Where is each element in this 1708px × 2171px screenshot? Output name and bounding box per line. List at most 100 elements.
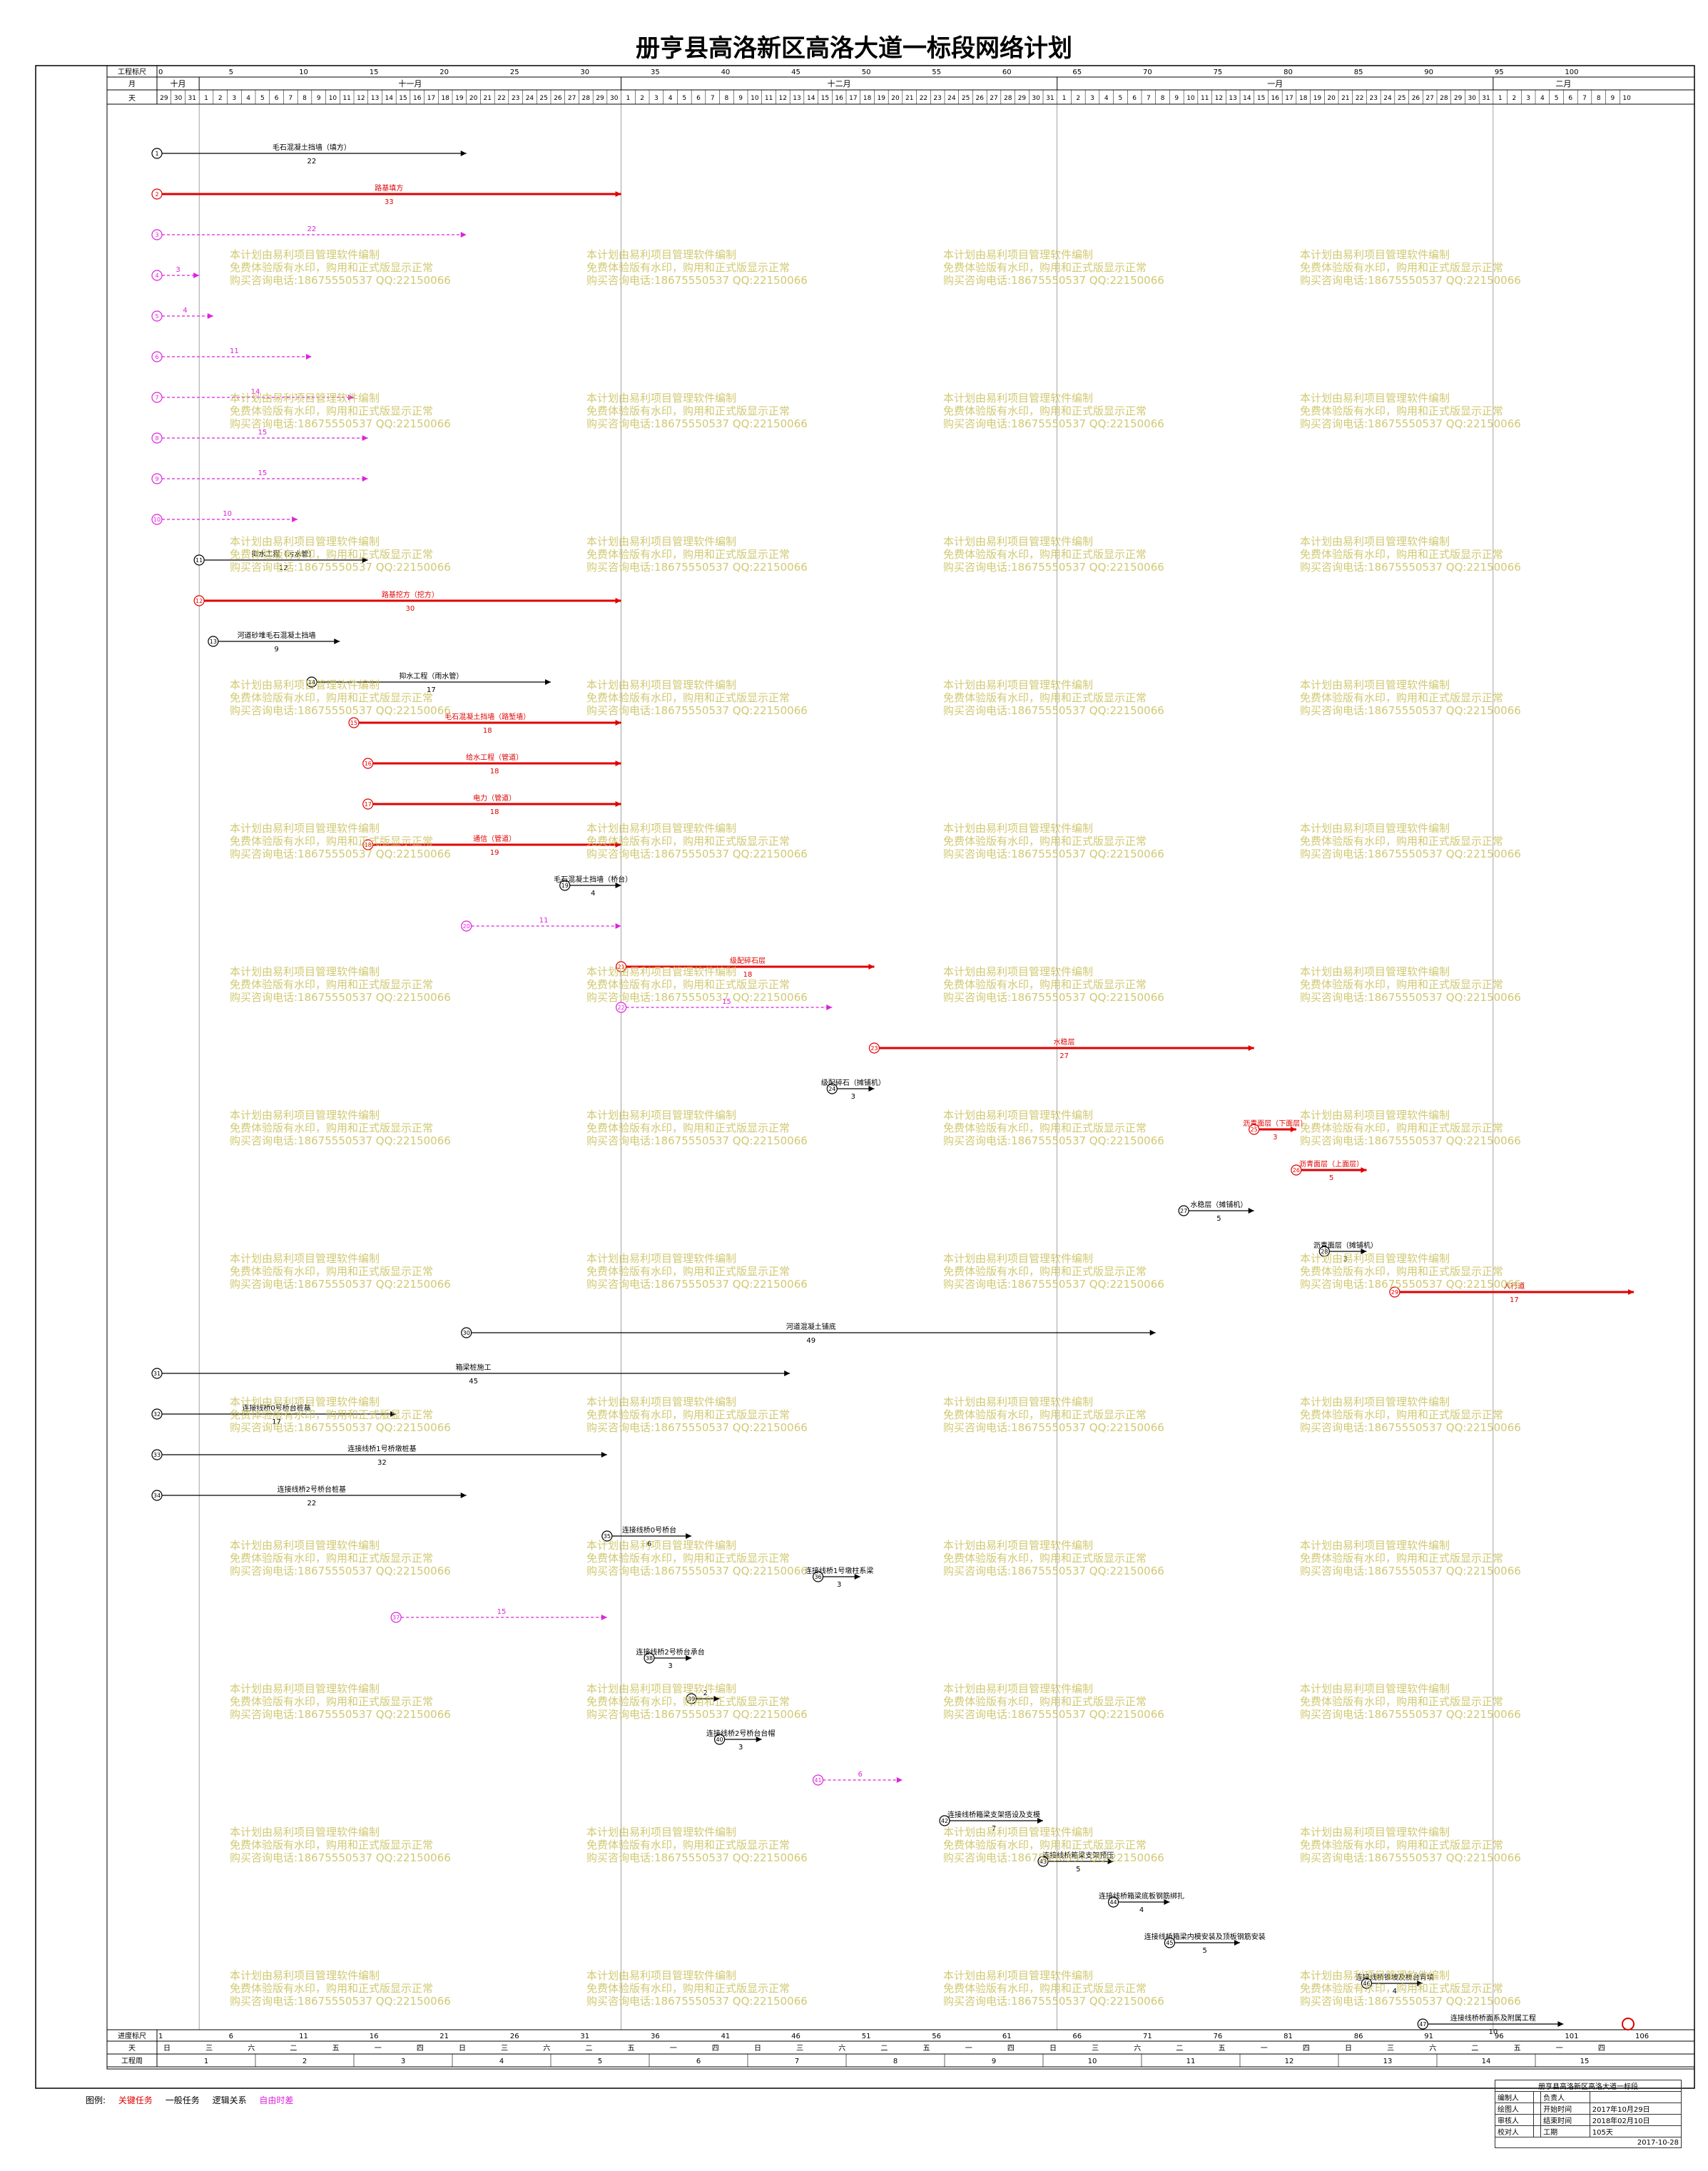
task-node-number: 38 <box>646 1655 653 1662</box>
week-number: 5 <box>598 2058 602 2065</box>
task-duration: 19 <box>490 849 499 857</box>
task-node-number: 41 <box>814 1777 821 1784</box>
watermark: 本计划由易利项目管理软件编制 免费体验版有水印，购用和正式版显示正常 购买咨询电… <box>943 822 1164 860</box>
task-arrowhead <box>305 354 312 360</box>
task-node <box>208 636 219 647</box>
task-node <box>1037 1856 1049 1867</box>
watermark: 本计划由易利项目管理软件编制 免费体验版有水印，购用和正式版显示正常 购买咨询电… <box>586 1109 808 1147</box>
month-name: 十月 <box>171 78 186 88</box>
footer-ruler-tick: 86 <box>1354 2033 1363 2040</box>
footer-weekday: 二 <box>880 2045 888 2053</box>
task-duration: 4 <box>591 890 595 898</box>
task-node <box>559 880 571 891</box>
task-node-number: 28 <box>1321 1249 1328 1255</box>
task-label: 连接线桥箱梁支架预压 <box>1042 1851 1114 1860</box>
ruler-tick: 65 <box>1072 68 1082 76</box>
task-duration: 7 <box>992 1825 996 1833</box>
day-number: 17 <box>849 95 857 102</box>
day-number: 23 <box>512 95 519 102</box>
task-node <box>461 920 472 932</box>
week-number: 11 <box>1186 2058 1196 2065</box>
task-duration: 18 <box>490 808 499 816</box>
task-node-number: 7 <box>155 395 158 401</box>
task-arrowhead <box>896 1777 903 1783</box>
task-node-number: 46 <box>1363 1981 1370 1987</box>
task-label: 河道砂堆毛石混凝土挡墙 <box>238 631 316 640</box>
footer-weekday: 三 <box>501 2045 508 2053</box>
day-number: 2 <box>1076 95 1080 102</box>
meta-cell: 绘图人 <box>1495 2103 1534 2115</box>
task-arrowhead <box>615 598 621 604</box>
task-label: 连接线桥2号桥台桩基 <box>278 1485 346 1494</box>
task-duration: 5 <box>1203 1947 1207 1955</box>
task-label: 级配碎石（摊铺机） <box>821 1078 885 1087</box>
day-number: 28 <box>1440 95 1448 102</box>
watermark: 本计划由易利项目管理软件编制 免费体验版有水印，购用和正式版显示正常 购买咨询电… <box>230 678 451 717</box>
day-number: 9 <box>1174 95 1179 102</box>
task-duration: 33 <box>385 198 394 206</box>
footer-weekday: 四 <box>712 2045 719 2053</box>
task-node <box>151 432 163 444</box>
footer-weekday: 五 <box>1219 2045 1226 2053</box>
footer-weekday: 四 <box>417 2045 424 2053</box>
task-label: 箱梁桩施工 <box>456 1363 492 1372</box>
watermark: 本计划由易利项目管理软件编制 免费体验版有水印，购用和正式版显示正常 购买咨询电… <box>1300 1826 1521 1864</box>
watermark: 本计划由易利项目管理软件编制 免费体验版有水印，购用和正式版显示正常 购买咨询电… <box>943 1539 1164 1577</box>
day-number: 1 <box>1062 95 1067 102</box>
task-arrowhead <box>362 435 368 441</box>
task-arrowhead <box>362 557 368 563</box>
week-number: 12 <box>1285 2058 1294 2065</box>
footer-week-label: 工程周 <box>121 2057 143 2065</box>
footer-weekday: 一 <box>965 2045 972 2053</box>
footer-weekday: 三 <box>796 2045 803 2053</box>
watermark: 本计划由易利项目管理软件编制 免费体验版有水印，购用和正式版显示正常 购买咨询电… <box>943 678 1164 717</box>
footer-weekday-label: 天 <box>128 2045 136 2053</box>
task-label: 连接线桥2号桥台承台 <box>636 1647 704 1657</box>
month-name: 十二月 <box>828 78 851 88</box>
footer-ruler-tick: 11 <box>299 2033 308 2040</box>
day-number: 4 <box>669 95 673 102</box>
footer-weekday: 六 <box>248 2044 255 2053</box>
day-number: 10 <box>751 95 759 102</box>
day-number: 24 <box>1383 95 1392 102</box>
footer-weekday: 日 <box>459 2045 466 2053</box>
task-node-number: 33 <box>153 1452 161 1458</box>
task-arrowhead <box>615 761 621 766</box>
task-node-number: 14 <box>308 679 315 686</box>
day-number: 31 <box>188 95 196 102</box>
task-label: 沥青面层（上面层） <box>1299 1159 1363 1169</box>
task-node-number: 37 <box>392 1615 400 1621</box>
watermark: 本计划由易利项目管理软件编制 免费体验版有水印，购用和正式版显示正常 购买咨询电… <box>586 248 808 287</box>
watermark: 本计划由易利项目管理软件编制 免费体验版有水印，购用和正式版显示正常 购买咨询电… <box>943 1826 1164 1864</box>
task-duration: 18 <box>743 971 753 979</box>
footer-ruler-tick: 36 <box>651 2033 660 2040</box>
task-node <box>151 1408 163 1420</box>
task-node-number: 6 <box>155 354 158 360</box>
day-number: 10 <box>1186 95 1195 102</box>
meta-cell <box>1532 2114 1542 2126</box>
ruler-tick: 100 <box>1565 68 1578 76</box>
day-number: 21 <box>1341 95 1349 102</box>
task-node-number: 25 <box>1251 1127 1258 1133</box>
day-number: 30 <box>610 95 619 102</box>
task-node <box>151 1368 163 1379</box>
day-number: 5 <box>1119 95 1123 102</box>
footer-ruler-tick: 66 <box>1072 2033 1082 2040</box>
footer-ruler-tick: 6 <box>229 2033 233 2040</box>
task-label: 连接线桥箱梁底板钢筋绑扎 <box>1099 1891 1184 1901</box>
task-node-number: 45 <box>1166 1940 1173 1946</box>
day-number: 3 <box>1526 95 1530 102</box>
day-number: 12 <box>779 95 787 102</box>
week-number: 6 <box>696 2058 701 2065</box>
watermark: 本计划由易利项目管理软件编制 免费体验版有水印，购用和正式版显示正常 购买咨询电… <box>1300 1109 1521 1147</box>
footer-weekday: 五 <box>923 2045 930 2053</box>
day-number: 7 <box>288 95 293 102</box>
task-arrowhead <box>193 273 200 278</box>
task-node <box>1318 1246 1330 1257</box>
task-node-number: 42 <box>941 1818 948 1824</box>
day-number: 6 <box>1568 95 1572 102</box>
day-number: 11 <box>342 95 350 102</box>
week-number: 3 <box>401 2058 405 2065</box>
day-number: 19 <box>1313 95 1322 102</box>
day-number: 20 <box>1327 95 1336 102</box>
